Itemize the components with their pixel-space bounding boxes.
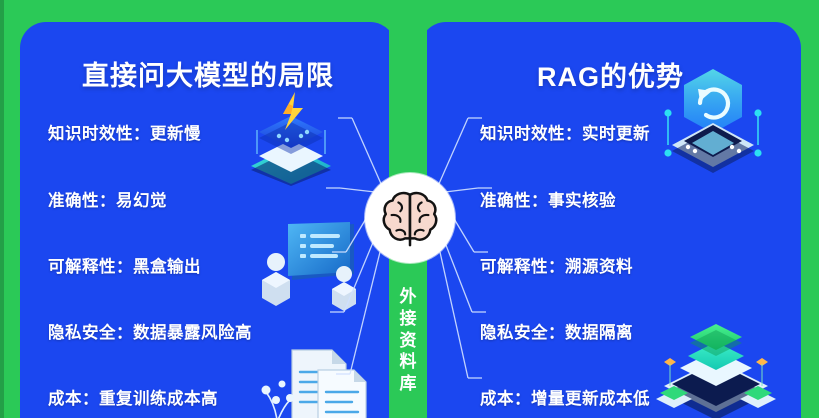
left-card-rows: 知识时效性：更新慢 准确性：易幻觉 可解释性：黑盒输出 隐私安全：数据暴露风险高…	[20, 22, 396, 418]
server-lightning-icon	[243, 90, 339, 191]
brain-hub-circle	[365, 173, 455, 263]
right-row-accuracy: 准确性：事实核验	[480, 192, 616, 210]
vert-char-0: 外	[399, 287, 417, 306]
right-row-explainability: 可解释性：溯源资料	[480, 258, 633, 276]
left-row-privacy: 隐私安全：数据暴露风险高	[48, 324, 252, 342]
brain-icon	[382, 191, 438, 247]
left-row-explainability: 可解释性：黑盒输出	[48, 258, 201, 276]
documents-plant-icon	[258, 342, 368, 418]
right-card-rows: 知识时效性：实时更新 准确性：事实核验 可解释性：溯源资料 隐私安全：数据隔离 …	[420, 22, 801, 418]
right-card-rag-advantages: RAG的优势	[420, 22, 801, 418]
right-card-title: RAG的优势	[537, 62, 684, 92]
vert-char-3: 料	[399, 352, 417, 372]
right-row-cost: 成本：增量更新成本低	[480, 390, 650, 408]
right-row-privacy: 隐私安全：数据隔离	[480, 324, 633, 342]
refresh-hexagon-icon	[658, 67, 768, 180]
vert-char-2: 资	[399, 330, 417, 350]
left-card-title: 直接问大模型的局限	[82, 61, 334, 91]
left-card-limitations: 直接问大模型的局限	[20, 22, 396, 418]
vert-char-1: 接	[399, 308, 417, 328]
left-row-accuracy: 准确性：易幻觉	[48, 192, 167, 210]
left-row-knowledge-freshness: 知识时效性：更新慢	[48, 125, 201, 143]
external-knowledge-base-label: 外 接 资 料 库	[389, 286, 427, 395]
layered-stack-icon	[656, 306, 776, 418]
left-row-cost: 成本：重复训练成本高	[48, 390, 218, 408]
vert-char-4: 库	[399, 374, 417, 393]
left-edge-strip	[0, 0, 4, 418]
presentation-people-icon	[256, 222, 364, 317]
right-row-knowledge-freshness: 知识时效性：实时更新	[480, 125, 650, 143]
